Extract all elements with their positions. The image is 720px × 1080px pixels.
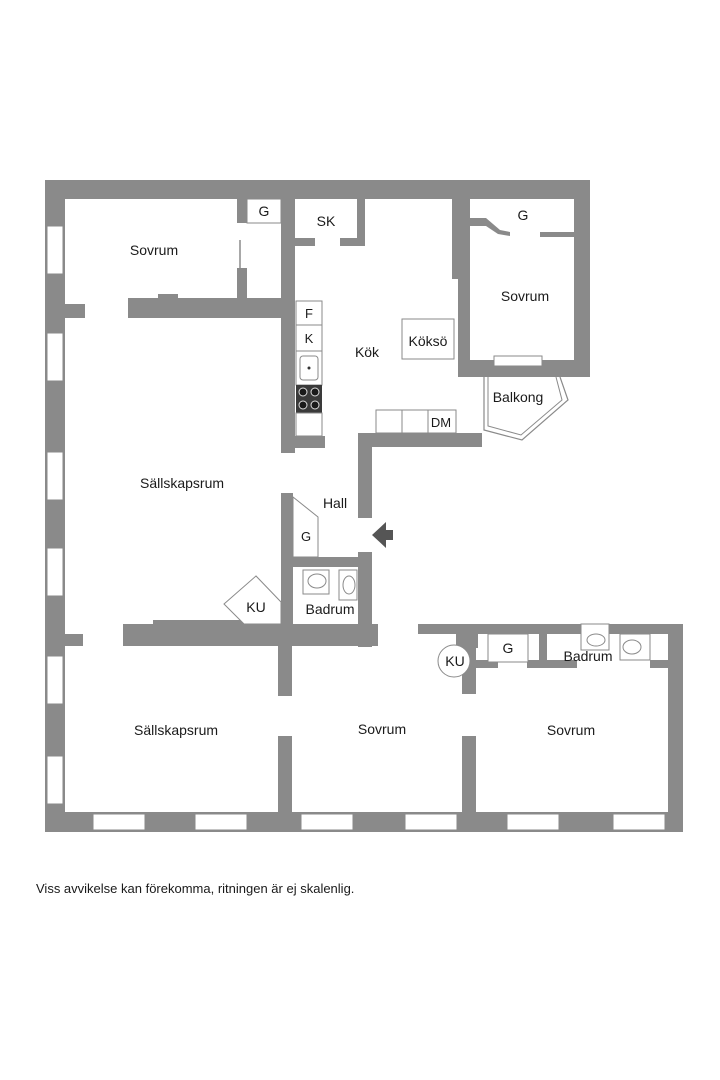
room-label-kok: Kök xyxy=(355,344,380,360)
kitchen-island xyxy=(401,318,455,360)
balcony-outline xyxy=(483,376,569,441)
entrance-arrow-icon xyxy=(372,522,393,548)
fixtures xyxy=(223,198,651,678)
room-label-g-se: G xyxy=(503,640,514,656)
room-label-f: F xyxy=(305,306,313,321)
room-label-sallskapsrum-sw: Sällskapsrum xyxy=(134,722,218,738)
room-label-g-nw: G xyxy=(259,203,270,219)
room-label-sovrum-se: Sovrum xyxy=(547,722,595,738)
room-label-sovrum-ne: Sovrum xyxy=(501,288,549,304)
floor-plan: Sovrum G SK G Sovrum Kök Köksö F K Balko… xyxy=(45,180,683,832)
room-label-hall: Hall xyxy=(323,495,347,511)
room-label-sallskapsrum-w: Sällskapsrum xyxy=(140,475,224,491)
room-label-k: K xyxy=(305,331,314,346)
room-label-dm: DM xyxy=(431,415,451,430)
room-labels: Sovrum G SK G Sovrum Kök Köksö F K Balko… xyxy=(130,203,613,738)
fridge-box xyxy=(295,300,323,326)
room-label-badrum-center: Badrum xyxy=(305,601,354,617)
room-label-g-ne: G xyxy=(518,207,529,223)
room-label-sovrum-nw: Sovrum xyxy=(130,242,178,258)
room-label-ku-w: KU xyxy=(246,599,265,615)
room-label-badrum-se: Badrum xyxy=(563,648,612,664)
disclaimer-text: Viss avvikelse kan förekomma, ritningen … xyxy=(36,881,355,896)
room-label-g-hall: G xyxy=(301,529,311,544)
room-label-balkong: Balkong xyxy=(493,389,544,405)
room-label-kokso: Köksö xyxy=(409,333,448,349)
room-label-ku-e: KU xyxy=(445,653,464,669)
room-label-sk: SK xyxy=(317,213,336,229)
room-label-sovrum-s: Sovrum xyxy=(358,721,406,737)
windows xyxy=(46,225,666,831)
